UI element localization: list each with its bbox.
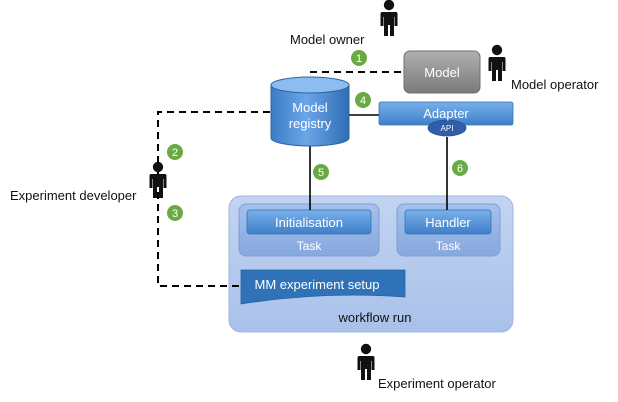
step-badge-1: 1 xyxy=(351,50,367,66)
model-registry-cylinder xyxy=(270,76,350,147)
step-badge-6: 6 xyxy=(452,160,468,176)
model-operator-label: Model operator xyxy=(511,77,599,92)
experiment-operator-person-icon xyxy=(357,343,375,380)
model-operator-person-icon xyxy=(488,44,506,81)
model-label: Model xyxy=(424,65,460,80)
adapter-label: Adapter xyxy=(423,106,469,121)
handler-box xyxy=(404,209,492,235)
step-3-label: 3 xyxy=(172,208,178,220)
task-left-label: Task xyxy=(297,239,323,253)
experiment-setup-label: MM experiment setup xyxy=(255,277,380,292)
step-2-label: 2 xyxy=(172,147,178,159)
api-ellipse xyxy=(427,119,467,137)
developer-dashed-line xyxy=(157,111,270,287)
experiment-operator-label: Experiment operator xyxy=(378,376,496,391)
step-badge-3: 3 xyxy=(167,205,183,221)
model-box xyxy=(403,50,481,94)
step-6-label: 6 xyxy=(457,163,463,175)
task-right-label: Task xyxy=(436,239,462,253)
step-4-label: 4 xyxy=(360,95,366,107)
registry-label-line1: Model xyxy=(292,100,328,115)
experiment-developer-label: Experiment developer xyxy=(10,188,137,203)
experiment-setup-shape xyxy=(240,269,406,305)
step-1-label: 1 xyxy=(356,53,362,65)
step-badge-4: 4 xyxy=(355,92,371,108)
model-owner-person-icon xyxy=(380,0,398,36)
step-5-label: 5 xyxy=(318,167,324,179)
handler-label: Handler xyxy=(425,215,471,230)
initialisation-label: Initialisation xyxy=(275,215,343,230)
registry-label-line2: registry xyxy=(289,116,332,131)
api-label: API xyxy=(441,124,454,133)
step-badge-2: 2 xyxy=(167,144,183,160)
initialisation-box xyxy=(246,209,372,235)
model-owner-label: Model owner xyxy=(290,32,365,47)
step-badge-5: 5 xyxy=(313,164,329,180)
workflow-run-label: workflow run xyxy=(338,310,412,325)
